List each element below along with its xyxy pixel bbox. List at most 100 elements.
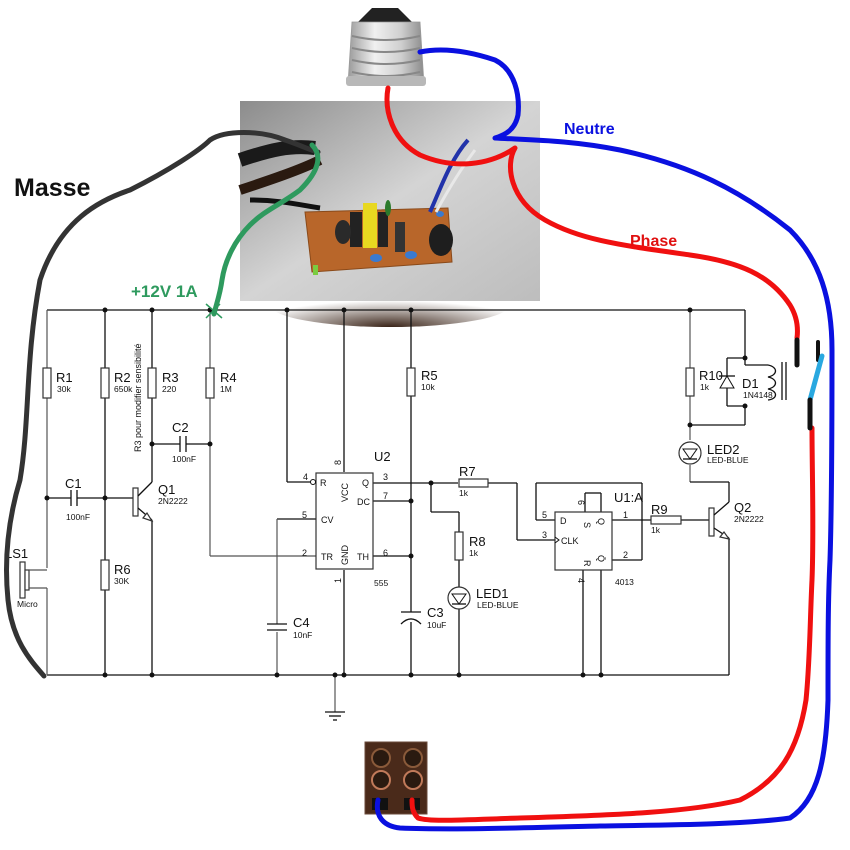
svg-text:R7: R7 <box>459 464 476 479</box>
svg-text:R8: R8 <box>469 534 486 549</box>
svg-text:R1: R1 <box>56 370 73 385</box>
power-supply-photo <box>237 101 540 327</box>
svg-text:U2: U2 <box>374 449 391 464</box>
svg-text:VCC: VCC <box>340 482 350 502</box>
svg-text:Q: Q <box>596 518 606 525</box>
power-label: +12V 1A <box>131 282 198 301</box>
svg-text:DC: DC <box>357 497 370 507</box>
ic-u1-4013: D S Q CLK R Q̄ 5 6 1 3 4 2 U1:A 4013 <box>542 490 643 587</box>
svg-text:R5: R5 <box>421 368 438 383</box>
ground-label: Masse <box>14 174 91 202</box>
svg-text:D: D <box>560 516 567 526</box>
svg-text:R2: R2 <box>114 370 131 385</box>
svg-text:1k: 1k <box>469 548 479 558</box>
svg-text:R: R <box>320 478 327 488</box>
svg-text:30k: 30k <box>57 384 71 394</box>
svg-text:650k: 650k <box>114 384 133 394</box>
relay-coil <box>745 362 787 401</box>
svg-text:1k: 1k <box>700 382 710 392</box>
svg-text:LED1: LED1 <box>476 586 509 601</box>
svg-text:7: 7 <box>383 491 388 501</box>
svg-text:2: 2 <box>302 548 307 558</box>
svg-text:LED-BLUE: LED-BLUE <box>707 455 749 465</box>
svg-text:TH: TH <box>357 552 369 562</box>
svg-text:6: 6 <box>576 500 586 505</box>
svg-text:5: 5 <box>542 510 547 520</box>
svg-text:1: 1 <box>333 578 343 583</box>
ground-wire <box>4 130 321 679</box>
neutral-wire <box>374 47 835 832</box>
switch-blade <box>807 353 825 403</box>
svg-text:555: 555 <box>374 578 388 588</box>
lamp-socket-photo <box>346 8 426 86</box>
svg-text:3: 3 <box>383 472 388 482</box>
svg-text:1k: 1k <box>459 488 469 498</box>
svg-text:10nF: 10nF <box>293 630 312 640</box>
svg-text:D1: D1 <box>742 376 759 391</box>
svg-text:8: 8 <box>333 460 343 465</box>
svg-text:C2: C2 <box>172 420 189 435</box>
capacitor-c2: C2 100nF <box>172 420 196 464</box>
svg-text:LED-BLUE: LED-BLUE <box>477 600 519 610</box>
r3-note: R3 pour modifier sensibilité <box>133 343 143 452</box>
phase-label: Phase <box>630 233 677 250</box>
resistor-r7: R7 1k <box>458 464 489 498</box>
phase-wire <box>384 85 800 341</box>
svg-text:R9: R9 <box>651 502 668 517</box>
svg-text:U1:A: U1:A <box>614 490 643 505</box>
svg-text:220: 220 <box>162 384 176 394</box>
svg-text:30K: 30K <box>114 576 129 586</box>
svg-text:LS1: LS1 <box>5 546 28 561</box>
svg-text:R3: R3 <box>162 370 179 385</box>
svg-text:Q: Q <box>362 478 369 488</box>
svg-text:TR: TR <box>321 552 333 562</box>
svg-text:C3: C3 <box>427 605 444 620</box>
svg-text:1: 1 <box>623 510 628 520</box>
svg-text:CLK: CLK <box>561 536 579 546</box>
svg-text:4013: 4013 <box>615 577 634 587</box>
svg-text:R: R <box>582 560 592 567</box>
svg-text:100nF: 100nF <box>172 454 196 464</box>
junction-dots <box>44 307 748 678</box>
svg-text:6: 6 <box>383 548 388 558</box>
svg-text:5: 5 <box>302 510 307 520</box>
svg-text:R6: R6 <box>114 562 131 577</box>
svg-text:2: 2 <box>623 550 628 560</box>
svg-text:R4: R4 <box>220 370 237 385</box>
svg-text:Q1: Q1 <box>158 482 175 497</box>
svg-text:LED2: LED2 <box>707 442 740 457</box>
svg-text:3: 3 <box>542 530 547 540</box>
terminal-block-photo <box>364 741 428 815</box>
svg-text:10k: 10k <box>421 382 435 392</box>
svg-text:10uF: 10uF <box>427 620 446 630</box>
svg-text:C1: C1 <box>65 476 82 491</box>
svg-text:100nF: 100nF <box>66 512 90 522</box>
svg-text:CV: CV <box>321 515 334 525</box>
svg-text:S: S <box>582 522 592 528</box>
power-junction-mark <box>205 303 223 319</box>
svg-text:C4: C4 <box>293 615 310 630</box>
svg-text:2N2222: 2N2222 <box>158 496 188 506</box>
svg-text:4: 4 <box>576 578 586 583</box>
svg-text:Q̄: Q̄ <box>596 555 606 562</box>
svg-text:Micro: Micro <box>17 599 38 609</box>
svg-text:R10: R10 <box>699 368 723 383</box>
